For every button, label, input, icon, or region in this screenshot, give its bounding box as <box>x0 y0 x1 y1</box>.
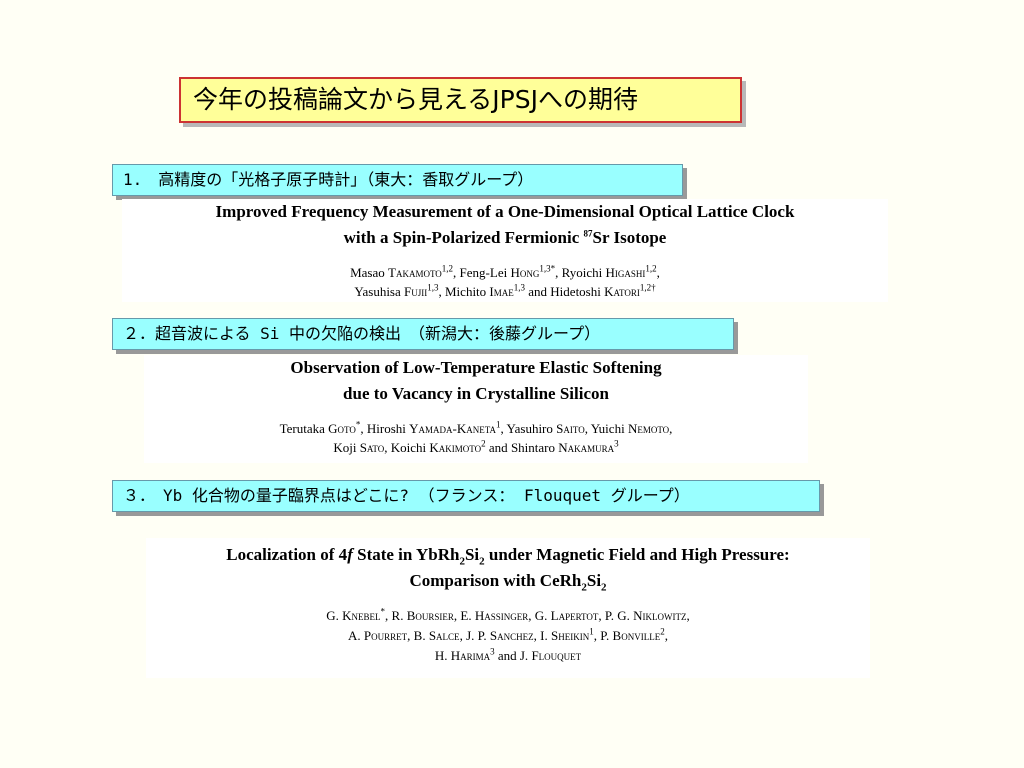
paper-3-authors-line3: H. Harima3 and J. Flouquet <box>146 646 870 666</box>
paper-3-title-line2: Comparison with CeRh2Si2 <box>409 571 607 594</box>
paper-1-isotope-mass: 87 <box>583 228 593 239</box>
author: Feng-Lei Hong1,3*, <box>459 263 562 280</box>
paper-3-authors-line1: G. Knebel*, R. Boursier, E. Hassinger, G… <box>146 606 870 626</box>
paper-1-title-line2-rest: Sr Isotope <box>592 228 667 247</box>
slide-title: 今年の投稿論文から見えるJPSJへの期待 <box>179 77 742 123</box>
paper-2-authors-line2: Koji Sato, Koichi Kakimoto2 and Shintaro… <box>144 438 808 457</box>
author: B. Salce, <box>413 628 467 643</box>
paper-1-title-line2: with a Spin-Polarized Fermionic 87Sr Iso… <box>122 225 888 251</box>
author: Yasuhisa Fujii1,3, <box>354 282 445 299</box>
section-2-heading: ２．超音波による Si 中の欠陥の検出 （新潟大：後藤グループ） <box>112 318 734 350</box>
paper-1-authors-line1: Masao Takamoto1,2, Feng-Lei Hong1,3*, Ry… <box>122 263 888 282</box>
paper-2-title-line1: Observation of Low-Temperature Elastic S… <box>290 358 662 377</box>
paper-3-title: Localization of 4f State in YbRh2Si2 und… <box>146 542 870 594</box>
paper-1-authors: Masao Takamoto1,2, Feng-Lei Hong1,3*, Ry… <box>122 263 888 301</box>
author: H. Harima3 and <box>434 646 520 663</box>
paper-2-authors-line1: Terutaka Goto*, Hiroshi Yamada-Kaneta1, … <box>144 419 808 438</box>
section-3-heading: ３． Yb 化合物の量子臨界点はどこに? （フランス： Flouquet グルー… <box>112 480 820 512</box>
author: Shintaro Nakamura3 <box>510 438 619 455</box>
author: Michito Imae1,3 and <box>445 282 551 299</box>
paper-3-title-line1: Localization of 4f State in YbRh2Si2 und… <box>226 545 790 568</box>
author: Yuichi Nemoto, <box>590 421 673 436</box>
author: Yasuhiro Saito, <box>506 421 591 436</box>
paper-3-authors: G. Knebel*, R. Boursier, E. Hassinger, G… <box>146 606 870 666</box>
paper-1-authors-line2: Yasuhisa Fujii1,3, Michito Imae1,3 and H… <box>122 282 888 301</box>
author: P. Bonville2, <box>600 626 668 643</box>
author: Koji Sato, <box>333 440 391 455</box>
author: I. Sheikin1, <box>540 626 601 643</box>
section-1-heading: 1. 高精度の「光格子原子時計」（東大：香取グループ） <box>112 164 683 196</box>
paper-2-title: Observation of Low-Temperature Elastic S… <box>144 355 808 407</box>
author: E. Hassinger, <box>460 608 535 623</box>
author: Hidetoshi Katori1,2† <box>550 282 656 299</box>
paper-1-title-line2-text: with a Spin-Polarized Fermionic <box>343 228 584 247</box>
author: J. P. Sanchez, <box>466 628 541 643</box>
author: Terutaka Goto*, <box>279 419 367 436</box>
author: J. Flouquet <box>519 648 582 663</box>
paper-1-abstract-header: Improved Frequency Measurement of a One-… <box>122 199 888 302</box>
author: R. Boursier, <box>391 608 461 623</box>
author: P. G. Niklowitz, <box>604 608 690 623</box>
paper-3-authors-line2: A. Pourret, B. Salce, J. P. Sanchez, I. … <box>146 626 870 646</box>
paper-3-abstract-header: Localization of 4f State in YbRh2Si2 und… <box>146 538 870 678</box>
paper-2-authors: Terutaka Goto*, Hiroshi Yamada-Kaneta1, … <box>144 419 808 457</box>
author: Masao Takamoto1,2, <box>350 263 460 280</box>
paper-2-title-line2: due to Vacancy in Crystalline Silicon <box>343 384 609 403</box>
author: A. Pourret, <box>348 628 414 643</box>
author: Ryoichi Higashi1,2, <box>561 263 660 280</box>
author: Koichi Kakimoto2 and <box>390 438 511 455</box>
author: G. Lapertot, <box>534 608 605 623</box>
paper-2-abstract-header: Observation of Low-Temperature Elastic S… <box>144 355 808 463</box>
paper-1-title: Improved Frequency Measurement of a One-… <box>122 199 888 251</box>
author: Hiroshi Yamada-Kaneta1, <box>366 419 507 436</box>
author: G. Knebel*, <box>326 606 392 623</box>
paper-1-title-line1: Improved Frequency Measurement of a One-… <box>215 202 795 221</box>
